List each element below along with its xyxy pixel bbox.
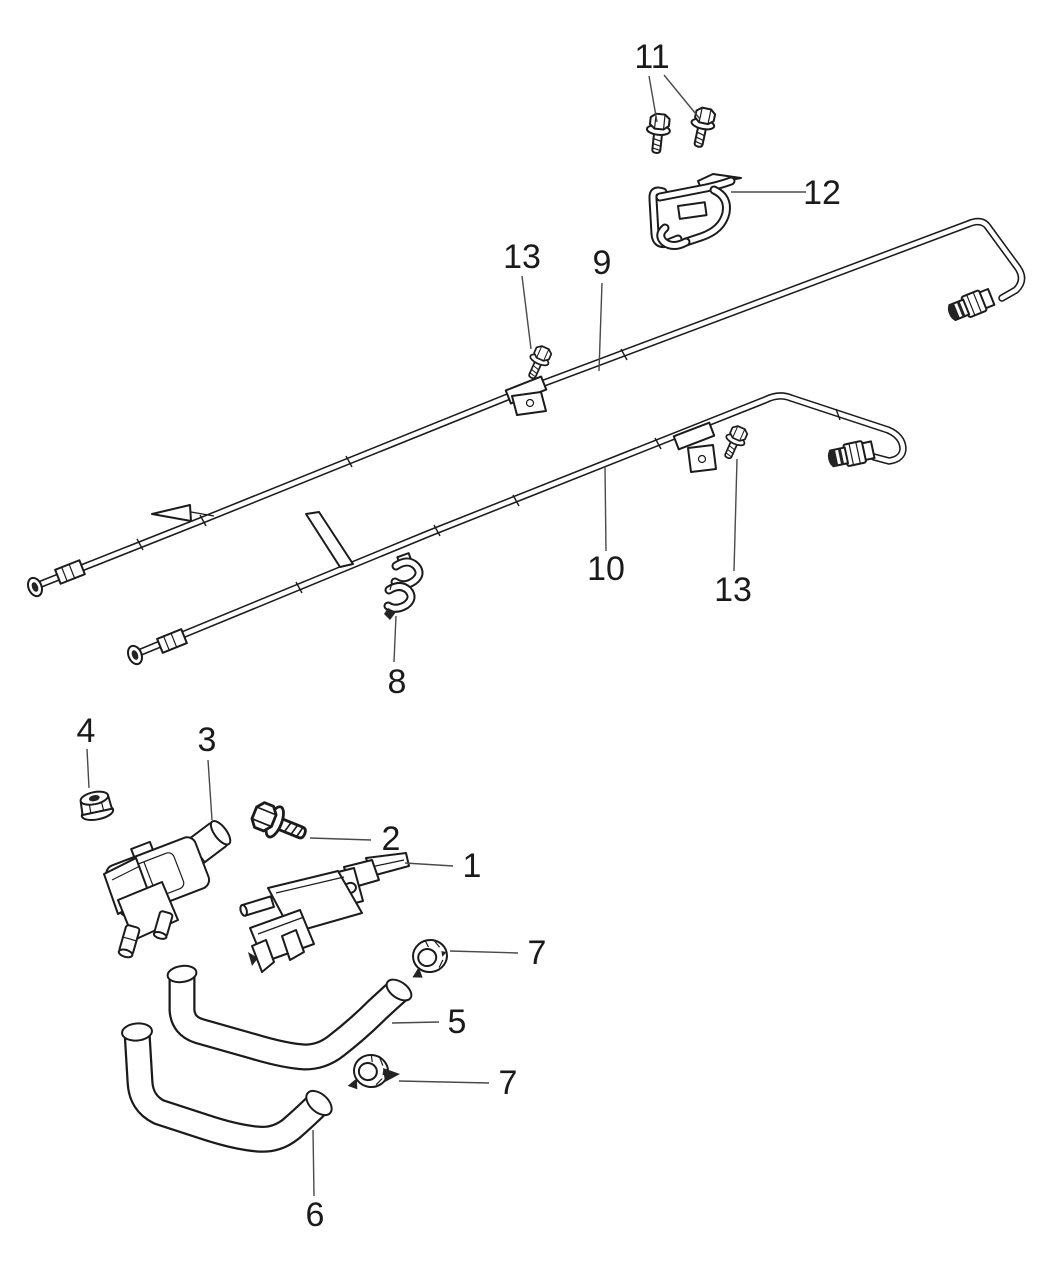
fuel-tube-10 [127, 392, 907, 666]
hose-clamp-7b [346, 1051, 400, 1095]
callout-4-leader-line [86, 748, 90, 789]
callout-7-leader-line [398, 1080, 490, 1084]
flange-nut-4 [79, 790, 115, 822]
callout-11-label: 11 [634, 38, 669, 76]
tube-9-end-fitting-left [27, 559, 86, 598]
callout-9-leader-line [598, 282, 603, 372]
callout-13-leader-line [521, 275, 532, 350]
callout-5-leader-line [391, 1021, 440, 1024]
callout-13-leader-line [733, 458, 738, 572]
hose-clamp-7a [405, 936, 452, 981]
bracket-12 [648, 173, 742, 250]
retainer-clip-8 [383, 552, 424, 620]
tube-9-flare-fitting [943, 285, 997, 326]
callout-1-label: 1 [463, 847, 482, 885]
callout-6-leader-line [312, 1129, 315, 1197]
callout-7-leader-line [449, 950, 519, 954]
callout-13-label: 13 [714, 571, 752, 609]
tube-9-clip-bracket [504, 375, 548, 416]
callout-2-leader-line [309, 837, 372, 841]
hose-6 [121, 1022, 333, 1153]
callout-11-leader-line [663, 74, 701, 120]
callout-12-label: 12 [803, 174, 841, 212]
sensor-bracket-1 [239, 852, 410, 973]
callout-3-leader-line [207, 759, 213, 821]
tube-10-strap-tag [305, 511, 354, 568]
screw-13b [717, 422, 751, 463]
bolt-2 [246, 797, 313, 851]
callout-10-leader-line [604, 466, 607, 552]
hose-5 [166, 964, 413, 1071]
fuel-tube-9 [27, 217, 1026, 598]
tube-10-end-fitting-left [127, 628, 188, 666]
callout-7-label: 7 [528, 934, 547, 972]
tube-10-clip-bracket [672, 421, 717, 473]
pressure-sensor-3 [103, 820, 232, 959]
callout-8-leader-line [393, 615, 397, 663]
callout-6-label: 6 [306, 1196, 325, 1234]
callout-5-label: 5 [448, 1003, 467, 1041]
callout-13-label: 13 [503, 238, 541, 276]
callout-9-label: 9 [593, 244, 612, 282]
callout-2-label: 2 [382, 820, 401, 858]
callout-8-label: 8 [388, 663, 407, 701]
callout-11-leader-line [648, 75, 658, 123]
callout-7-label: 7 [499, 1064, 518, 1102]
screw-13a [521, 342, 555, 383]
bolt-11a [643, 111, 673, 156]
callout-10-label: 10 [587, 550, 625, 588]
bolt-11b [685, 105, 719, 150]
callout-1-leader-line [404, 862, 454, 867]
callout-4-label: 4 [77, 712, 96, 750]
tube-9-flag-tag [151, 504, 215, 522]
callout-3-label: 3 [198, 721, 217, 759]
tube-10-flare-fitting [824, 437, 877, 471]
